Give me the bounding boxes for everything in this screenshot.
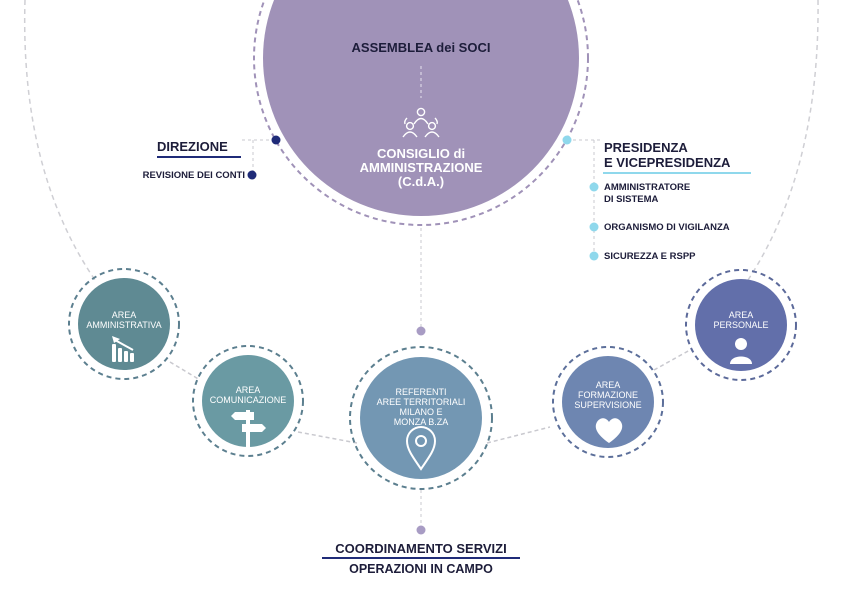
presidenza-dot (562, 135, 572, 145)
bar-chart-icon (112, 336, 134, 362)
personale-line-1: AREA (728, 310, 754, 320)
referenti-line-3: MILANO E (399, 407, 443, 417)
formazione-line-2: FORMAZIONE (578, 390, 638, 400)
comunicazione-line-2: COMUNICAZIONE (209, 395, 287, 405)
heart-icon (595, 418, 623, 443)
presidenza-title: PRESIDENZA E VICEPRESIDENZA (604, 140, 764, 170)
board-line-1: CONSIGLIO di (376, 146, 466, 161)
node-comunicazione (192, 345, 304, 457)
person-icon (730, 338, 752, 364)
people-icon (402, 107, 440, 138)
link-form-pers (653, 349, 691, 371)
vigilanza-dot (589, 222, 599, 232)
board-line-3: (C.d.A.) (397, 174, 445, 189)
amministrativa-label: AREA AMMINISTRATIVA (74, 310, 174, 330)
map-pin-icon (405, 426, 437, 471)
node-personale (685, 269, 797, 381)
presidenza-line-2: E VICEPRESIDENZA (604, 155, 731, 170)
personale-label: AREA PERSONALE (691, 310, 791, 330)
coordinamento-underline (322, 557, 520, 559)
personale-line-2: PERSONALE (713, 320, 769, 330)
operazioni-label: OPERAZIONI IN CAMPO (349, 562, 493, 576)
amministratore-label: AMMINISTRATORE DI SISTEMA (604, 182, 764, 206)
amministratore-line-2: DI SISTEMA (604, 194, 659, 205)
referenti-line-2: AREE TERRITORIALI (376, 397, 466, 407)
sicurezza-dot (589, 251, 599, 261)
direzione-dot (271, 135, 281, 145)
node-amministrativa (68, 268, 180, 380)
center-dot-bottom (416, 525, 426, 535)
referenti-line-1: REFERENTI (395, 387, 447, 397)
board-line-2: AMMINISTRAZIONE (359, 160, 483, 175)
formazione-line-3: SUPERVISIONE (574, 400, 642, 410)
node-referenti (349, 346, 493, 490)
amministrativa-line-2: AMMINISTRATIVA (86, 320, 162, 330)
link-com-ref (297, 431, 358, 444)
assembly-title: ASSEMBLEA dei SOCI (351, 40, 491, 55)
formazione-label: AREA FORMAZIONE SUPERVISIONE (558, 380, 658, 410)
center-dot-top (416, 326, 426, 336)
comunicazione-label: AREA COMUNICAZIONE (198, 385, 298, 405)
amministratore-line-1: AMMINISTRATORE (604, 182, 691, 193)
link-ref-form (486, 426, 551, 444)
referenti-line-4: MONZA B.ZA (393, 417, 449, 427)
direzione-title: DIREZIONE (157, 139, 228, 154)
revisione-label: REVISIONE DEI CONTI (142, 170, 245, 181)
board-title: CONSIGLIO di AMMINISTRAZIONE (C.d.A.) (321, 147, 521, 189)
vigilanza-label: ORGANISMO DI VIGILANZA (604, 222, 730, 233)
link-ammin-com (169, 361, 201, 381)
formazione-line-1: AREA (595, 380, 621, 390)
presidenza-line-1: PRESIDENZA (604, 140, 688, 155)
outer-arc-left (23, 0, 96, 281)
node-formazione (552, 346, 664, 458)
referenti-label: REFERENTI AREE TERRITORIALI MILANO E MON… (361, 387, 481, 427)
signpost-icon (231, 410, 266, 447)
coordinamento-title: COORDINAMENTO SERVIZI (335, 541, 507, 556)
outer-arc-right (747, 0, 819, 281)
revisione-dot (247, 170, 257, 180)
comunicazione-line-1: AREA (235, 385, 261, 395)
amministratore-dot (589, 182, 599, 192)
amministrativa-line-1: AREA (111, 310, 137, 320)
sicurezza-label: SICUREZZA E RSPP (604, 251, 696, 262)
board-outer-ring (253, 0, 589, 226)
